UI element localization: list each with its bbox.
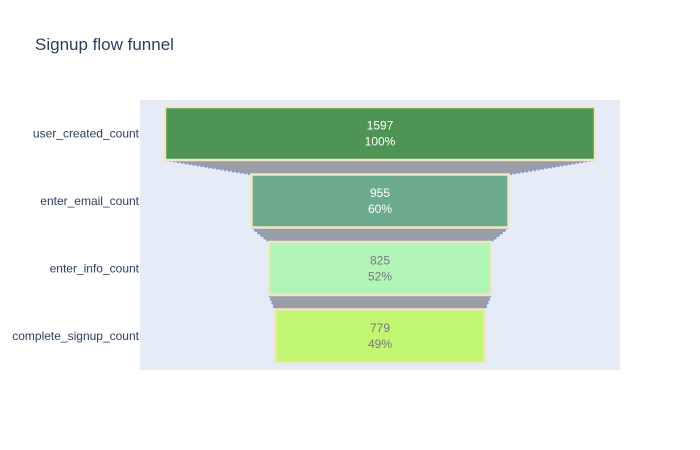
chart-title: Signup flow funnel [35,35,174,54]
funnel-bar-complete_signup_count [273,308,487,364]
funnel-bar-user_created_count [163,105,597,162]
funnel-connector [165,160,595,175]
funnel-connector-edge [268,294,277,310]
funnel-connector [251,227,509,242]
funnel-bar-enter_email_count [250,173,510,229]
funnel-connector-edge [483,294,492,310]
y-tick-label: enter_info_count [50,262,140,276]
y-tick-label: enter_email_count [40,194,139,208]
y-tick-label: complete_signup_count [12,329,139,343]
percent-label: 60% [368,202,392,216]
percent-label: 52% [368,270,392,284]
value-label: 1597 [367,119,394,133]
funnel-connector-edge [164,159,252,176]
value-label: 779 [370,321,390,335]
percent-label: 100% [365,135,396,149]
percent-label: 49% [368,337,392,351]
value-label: 955 [370,186,390,200]
value-label: 825 [370,254,390,268]
funnel-connector [268,295,492,310]
y-tick-label: user_created_count [33,127,140,141]
funnel-bar-enter_info_count [267,240,493,297]
funnel-connector-edge [508,159,596,176]
